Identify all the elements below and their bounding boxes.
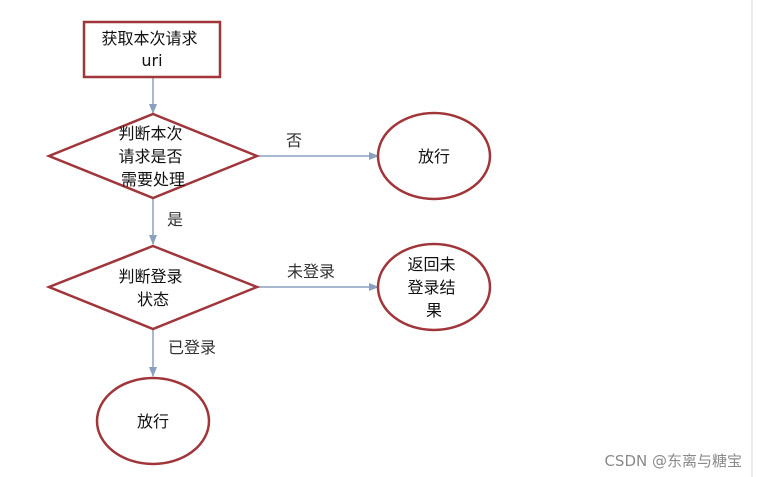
node-get-uri-text: 获取本次请求 uri bbox=[101, 29, 202, 70]
node-pass-2-ellipse bbox=[95, 376, 211, 466]
node-need-process-text: 判断本次 请求是否 需要处理 bbox=[118, 124, 187, 189]
node-pass-1-text: 放行 bbox=[418, 147, 450, 166]
node-need-process-diamond bbox=[45, 112, 261, 200]
node-return-unlogged-ellipse bbox=[376, 242, 492, 332]
node-pass-2-text: 放行 bbox=[137, 412, 169, 431]
edge-label-not-logged-in: 未登录 bbox=[287, 262, 335, 281]
node-check-login-diamond bbox=[45, 244, 261, 331]
watermark-text: CSDN @东离与糖宝 bbox=[604, 452, 742, 470]
node-get-uri-box bbox=[82, 20, 222, 79]
node-pass-1-ellipse bbox=[376, 111, 492, 201]
edge-label-yes: 是 bbox=[167, 210, 183, 229]
node-check-login-text: 判断登录 状态 bbox=[118, 267, 187, 309]
edge-label-logged-in: 已登录 bbox=[168, 338, 216, 357]
edge-label-no: 否 bbox=[286, 131, 302, 150]
node-return-unlogged-text: 返回未 登录结 果 bbox=[407, 255, 460, 320]
